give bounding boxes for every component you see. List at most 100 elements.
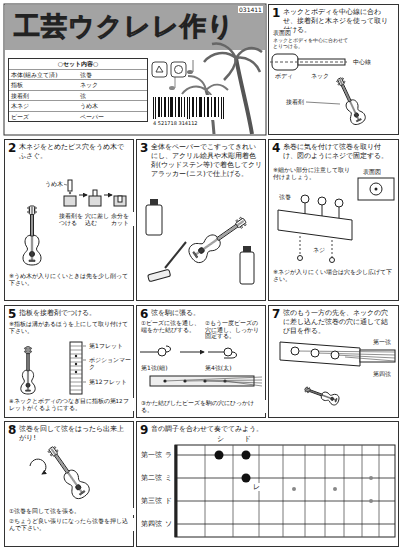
illustration-part [175,455,395,524]
callout-label: ソ [164,520,173,528]
illustration-part [64,196,76,206]
step-number: 8 [8,424,16,436]
callout-label: 第1フレット [88,342,124,349]
callout-label: 中心線 [352,58,372,65]
illustration-part [83,346,86,347]
illustration-part [242,474,251,483]
illustration-part [184,97,185,117]
table-cell: 弦 [78,90,147,101]
illustration-part [339,206,340,218]
illustration-part [331,351,339,359]
step5-illustration [21,342,86,394]
step-instruction: 木ネジをとめたビス穴をうめ木でふさぐ。 [19,140,133,161]
illustration-part [218,97,219,117]
callout-label: ミ [164,474,173,482]
illustration-part [153,97,154,119]
illustration-part [369,476,373,480]
table-cell: 接着剤 [9,90,78,101]
step-instruction: ネックとボディを中心線に合わせ、接着剤と木ネジを使って取り付ける。 [283,5,398,35]
callout-label: 表面図 [272,29,292,36]
illustration-part [175,97,176,117]
illustration-part [180,352,204,353]
illustration-part [83,382,86,383]
illustration-part [175,77,176,88]
step-number: 5 [8,308,16,320]
callout-label: 表面図 [362,168,382,175]
chord-chart [175,445,395,537]
illustration-part [158,97,160,117]
step-instruction: 指板を接着剤でつける。 [19,306,133,318]
illustration-part [164,97,166,117]
contents-table: ○セット内容○本体(組み立て済)弦巻指板ネック接着剤弦木ネジうめ木ビーズペーパー [8,58,148,122]
callout-label: 接着剤をつける [58,212,84,226]
illustration-part [305,202,306,214]
illustration-part [75,355,77,357]
callout-label: 4 521718 314112 [152,120,199,126]
table-cell: ビーズ [9,111,78,122]
illustration-part [79,195,87,196]
illustration-part [175,445,178,537]
illustration-part [21,347,35,394]
illustration-part [5,5,265,50]
callout-label: 第一弦 [140,451,163,459]
illustration-part [333,75,368,126]
step-panel: 9音の調子を合わせて奏でてみよう。 [136,421,399,547]
illustration-part [4,4,266,135]
step-number: 4 [272,142,280,154]
table-heading: ○セット内容○ [9,59,147,69]
step-instruction: 弦を駒に張る。 [151,306,265,318]
illustration-part [155,97,156,119]
illustration-part [89,196,101,206]
illustration-part [118,196,122,202]
callout-label: 余分をカット [110,212,134,226]
table-cell: ネック [78,79,147,90]
illustration-part [104,195,112,196]
illustration-part [170,97,173,117]
callout-label: ド [243,435,252,443]
illustration-part [292,487,296,491]
illustration-part [204,97,205,117]
step-number: 3 [140,142,148,154]
step-instruction: 糸巻に気を付けて弦巻を取り付け、図のようにネジで固定する。 [283,140,398,161]
table-cell: 本体(組み立て済) [9,69,78,80]
illustration-part [221,97,222,119]
callout-label: 第一弦 [372,338,392,345]
step-number: 7 [272,308,280,320]
step4-illustration [278,178,394,263]
illustration-part [330,258,335,263]
step-panel: 3全体をペーパーでこすってきれいにし、アクリル絵具や木彫用着色剤(ウッドステン等… [136,139,266,301]
illustration-part [192,97,194,117]
illustration-part [211,97,212,117]
callout-label: 第四弦 [140,520,163,528]
illustration-part [318,197,326,205]
step8-illustration [30,443,92,502]
callout-label: ※細かい部分に注意して取り付けましょう。 [272,166,356,180]
illustration-part [224,348,232,356]
header-panel [4,4,266,135]
illustration-part [311,349,319,357]
illustration-part [369,499,373,503]
illustration-part [291,347,299,355]
step-number: 9 [140,424,148,436]
illustration-part [165,242,186,268]
illustration-part [303,384,340,406]
step3-illustration [146,199,254,284]
illustration-part [242,451,251,460]
callout-label: 第4弦(太) [204,364,233,371]
illustration-part [178,97,180,117]
table-cell: ペーパー [78,111,147,122]
callout-label: ラ [164,451,173,459]
illustration-part [114,196,126,206]
callout-label: レ [252,483,261,491]
illustration-part [83,360,86,361]
illustration-part [175,66,183,74]
callout-label: ※指板は溝があるほうを上にして取り付けて下さい。 [8,320,132,334]
callout-label: ポジションマーク [88,356,132,370]
callout-label: ①弦巻を回して弦を張る。 [8,508,134,515]
illustration-part [69,192,71,194]
illustration-part [270,62,347,63]
callout-label: ド [164,497,173,505]
illustration-part [165,377,262,386]
callout-label: 第二弦 [140,474,163,482]
illustration-part [306,102,340,104]
